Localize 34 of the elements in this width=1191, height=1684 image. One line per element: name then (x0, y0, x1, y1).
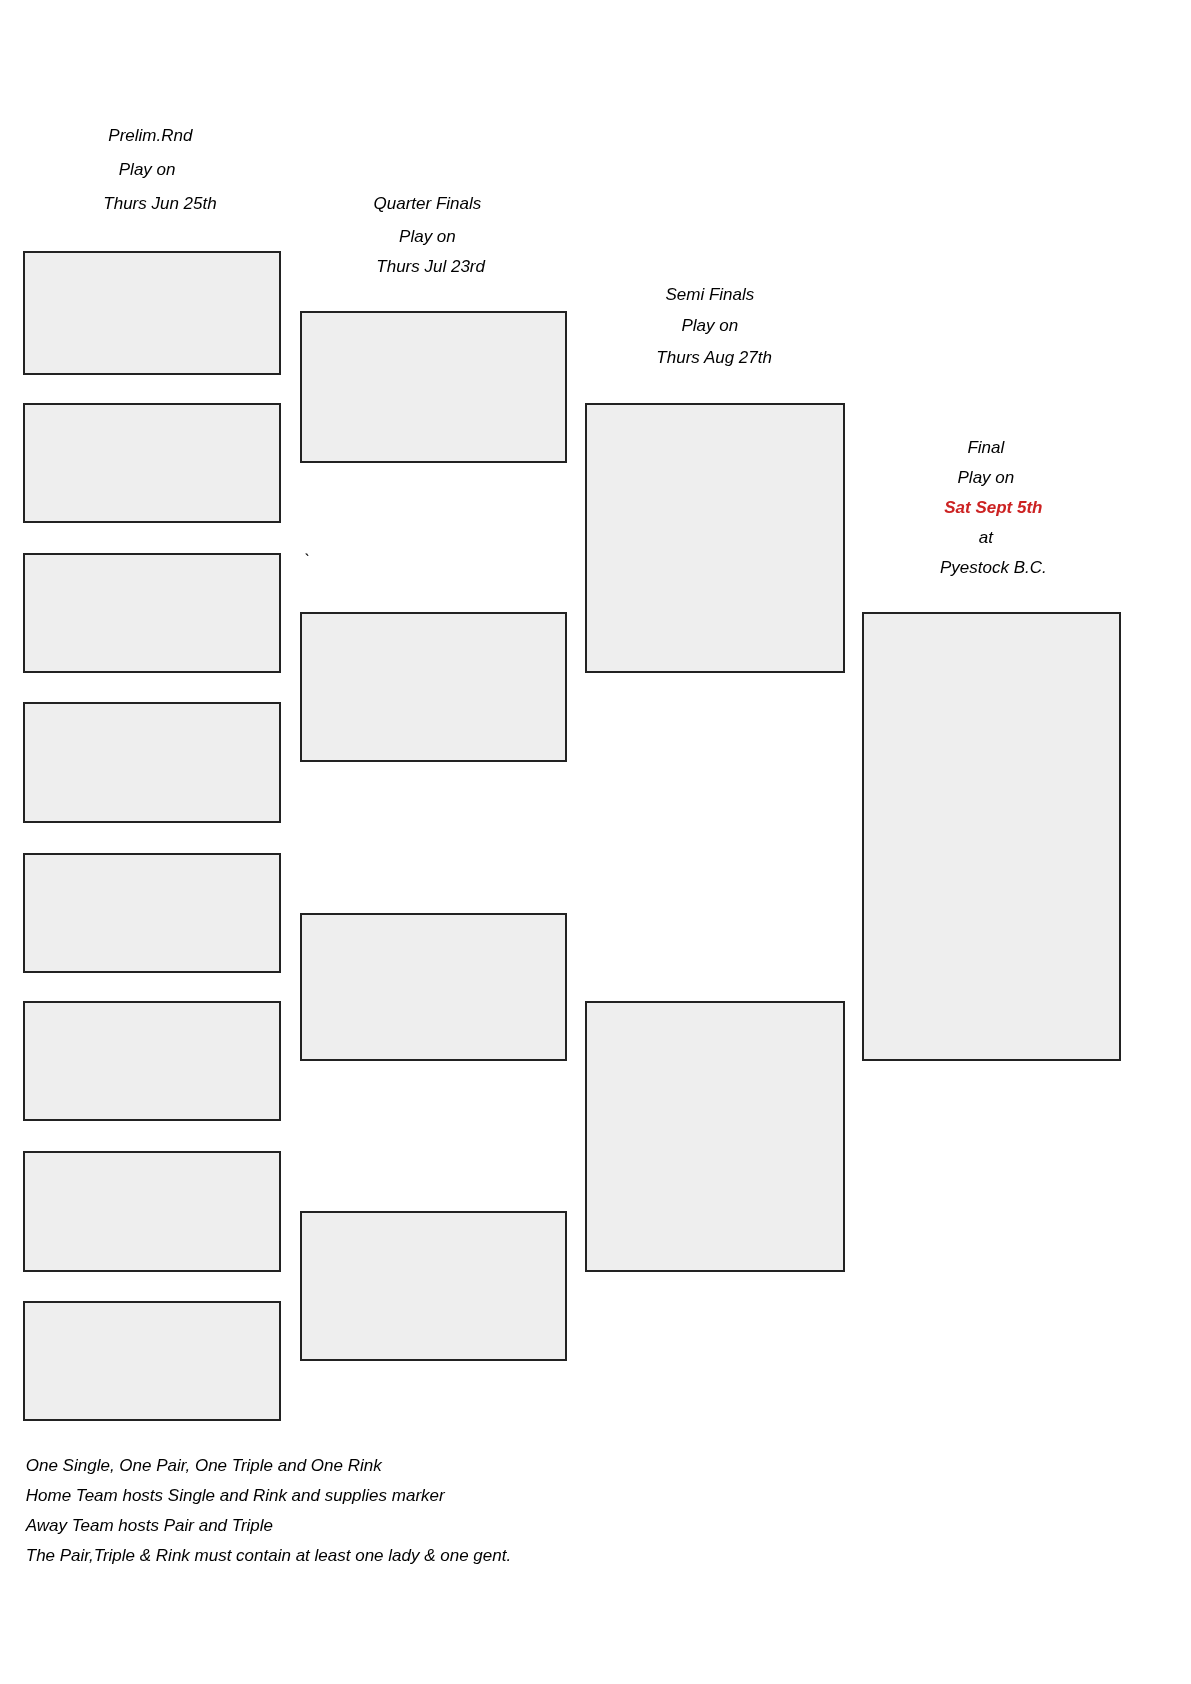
empty-result-box (585, 402, 846, 674)
round-heading: Pyestock B.C. (940, 557, 1047, 579)
note-text: One Single, One Pair, One Triple and One Rink (25, 1455, 382, 1477)
empty-result-box (22, 702, 282, 823)
round-heading: Play on (681, 315, 739, 338)
empty-result-box (299, 612, 568, 763)
empty-result-box (22, 1151, 282, 1272)
round-heading: Sat Sept 5th (944, 497, 1043, 519)
empty-result-box (22, 402, 282, 523)
empty-result-box (22, 251, 282, 375)
round-heading: Semi Finals (665, 284, 755, 306)
empty-result-box (299, 311, 568, 463)
round-heading: Play on (399, 226, 456, 248)
empty-result-box (585, 1000, 846, 1272)
empty-result-box (22, 1300, 282, 1421)
round-heading: Play on (957, 467, 1015, 489)
round-heading: Thurs Jun 25th (103, 193, 217, 215)
empty-result-box (862, 612, 1122, 1062)
empty-result-box (22, 852, 282, 973)
round-heading: at (978, 527, 993, 549)
empty-result-box (22, 1000, 282, 1122)
note-text: Away Team hosts Pair and Triple (25, 1515, 273, 1537)
empty-result-box (299, 912, 568, 1062)
note-text: Home Team hosts Single and Rink and supplies marker (25, 1485, 445, 1507)
note-text: The Pair,Triple & Rink must contain at least one lady & one gent. (25, 1545, 512, 1567)
empty-result-box (299, 1211, 568, 1361)
round-heading: Final (967, 437, 1005, 459)
empty-result-box (22, 553, 282, 674)
round-heading: Quarter Finals (373, 193, 482, 215)
round-heading: Play on (118, 159, 176, 181)
round-heading: Prelim.Rnd (108, 125, 193, 147)
round-heading: Thurs Aug 27th (656, 347, 772, 369)
round-heading: ` (304, 549, 310, 572)
round-heading: Thurs Jul 23rd (376, 256, 485, 279)
